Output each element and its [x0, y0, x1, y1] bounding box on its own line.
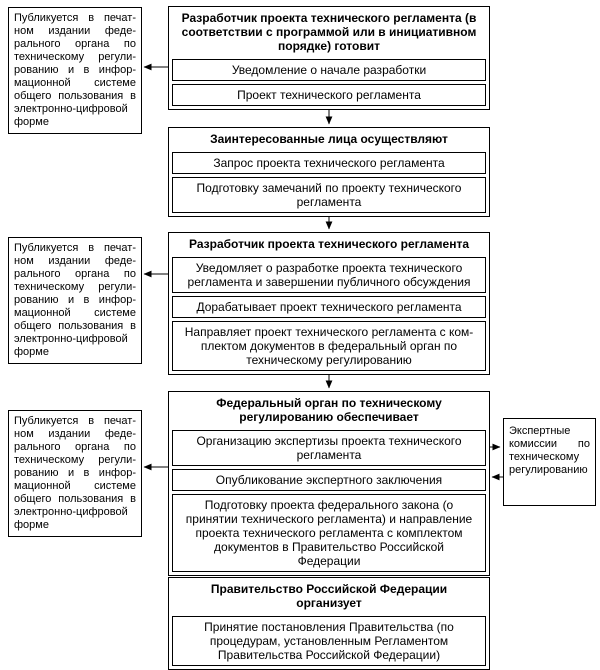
block-title: Заинтересованные лица осуществляют: [210, 132, 448, 146]
block-government: Правительство Российской Федерации орган…: [168, 577, 490, 670]
expert-commissions-box: Экспертные комиссии по техническому регу…: [503, 418, 596, 506]
block-interested-parties: Заинтересованные лица осуществляют Запро…: [168, 127, 490, 217]
publication-note-2: Публикуется в печат­ном издании феде­рал…: [8, 237, 142, 364]
block-title: Правительство Российской Федерации орган…: [210, 582, 448, 610]
block-item: Уведомляет о разработке проекта техничес…: [172, 257, 486, 293]
block-title: Разработчик проекта технического регламе…: [189, 237, 469, 251]
block-item: Запрос проекта технического регламента: [172, 152, 486, 174]
block-item: Принятие постановления Правительства (по…: [172, 616, 486, 666]
block-item: Организацию экспертизы проекта техническ…: [172, 430, 486, 466]
publication-note-1: Публикуется в печат­ном издании феде­рал…: [8, 7, 142, 134]
block-item: Дорабатывает проект технического регламе…: [172, 296, 486, 318]
block-title: Разработчик проекта технического регламе…: [181, 11, 477, 53]
block-item: Подготовку проекта федерального закона (…: [172, 494, 486, 572]
block-item: Проект технического регламента: [172, 84, 486, 106]
block-title: Федеральный орган по техническому регули…: [216, 396, 442, 424]
block-item: Направляет проект технического регламент…: [172, 321, 486, 371]
block-item: Опубликование экспертного заключения: [172, 469, 486, 491]
block-item: Уведомление о начале разработки: [172, 59, 486, 81]
publication-note-3: Публикуется в печат­ном издании феде­рал…: [8, 410, 142, 537]
block-item: Подготовку замечаний по проекту техничес…: [172, 177, 486, 213]
block-federal-body: Федеральный орган по техническому регули…: [168, 391, 490, 576]
block-developer-actions: Разработчик проекта технического регламе…: [168, 232, 490, 375]
block-developer-prepares: Разработчик проекта технического регламе…: [168, 6, 490, 110]
